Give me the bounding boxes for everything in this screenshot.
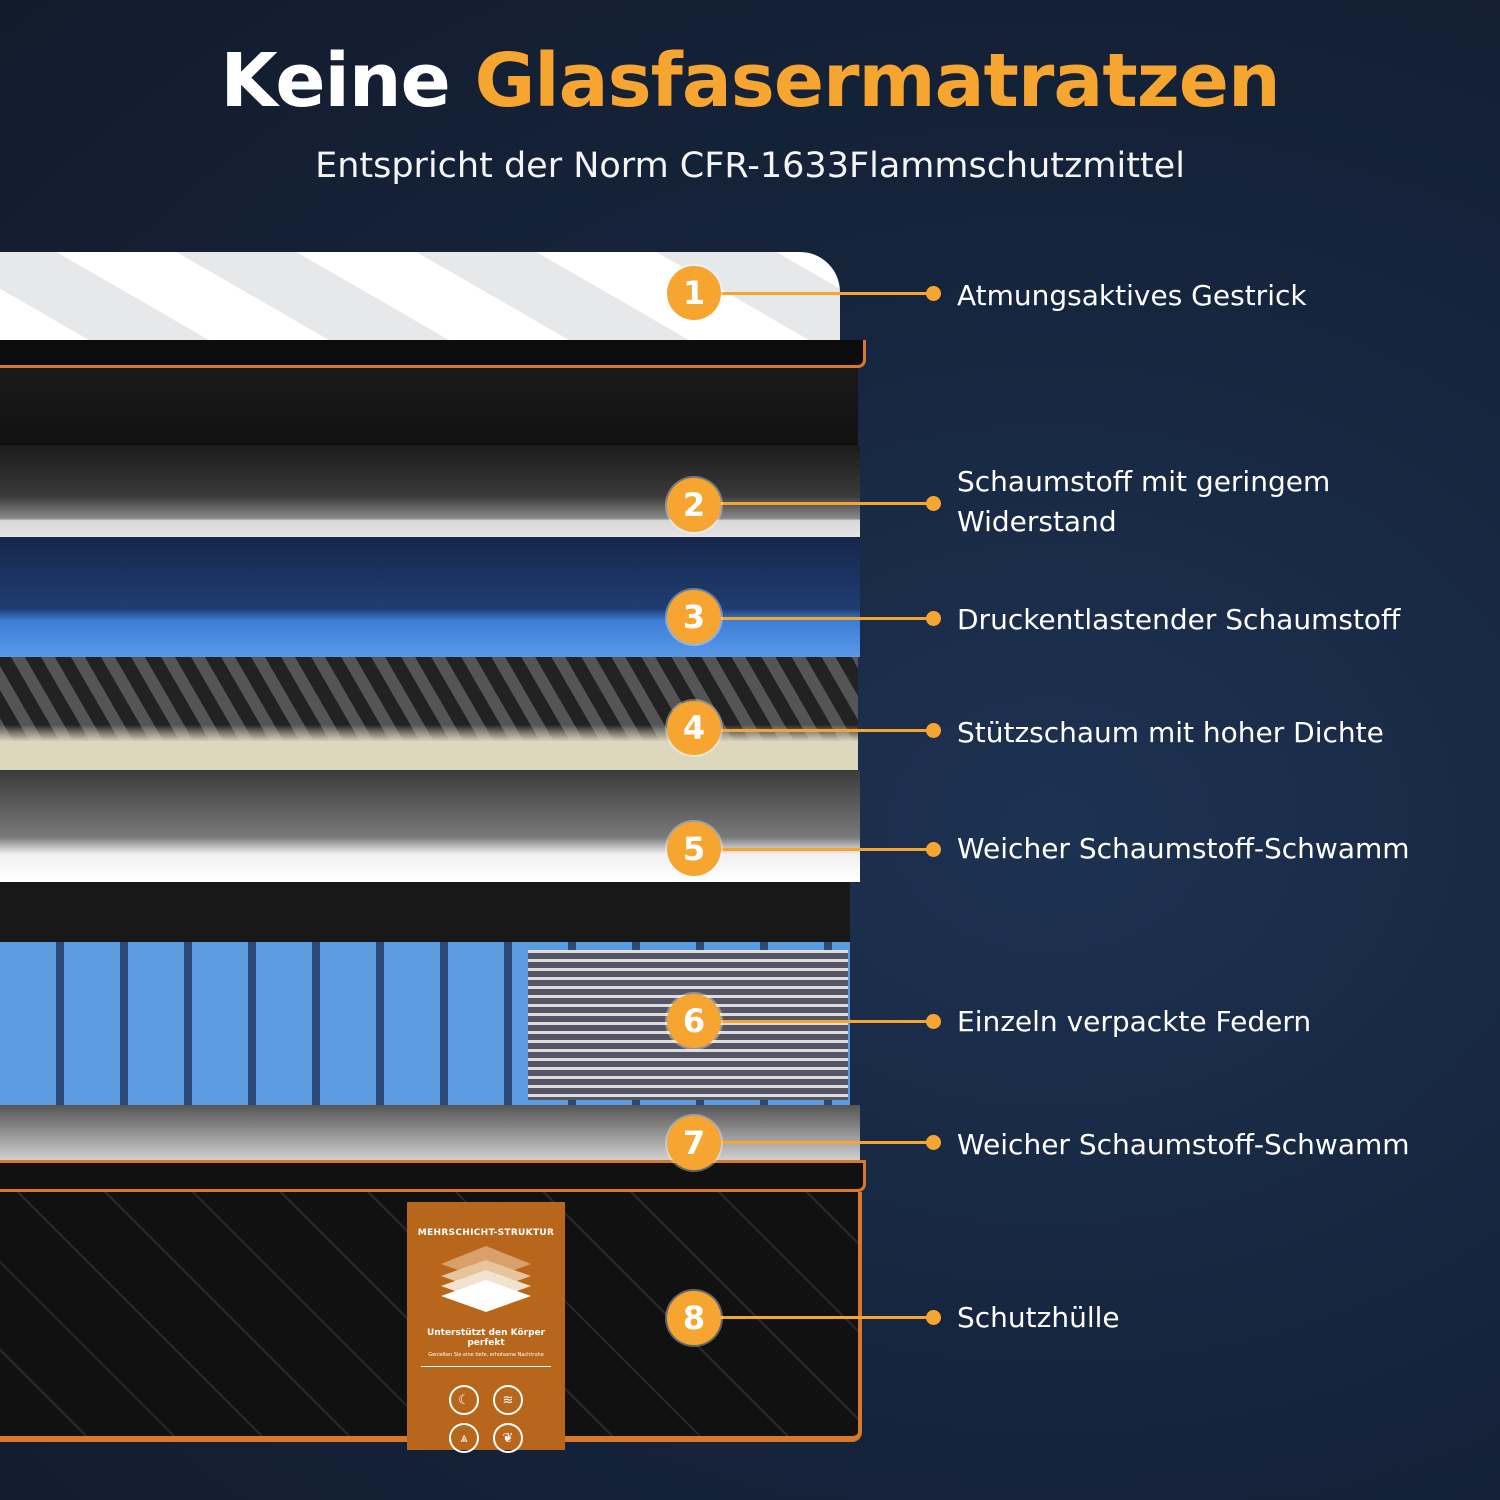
sleep-moon-icon: ☾ bbox=[449, 1385, 479, 1415]
layer-7-foam bbox=[0, 1105, 860, 1160]
layers-icon bbox=[441, 1246, 531, 1312]
layer-3-foam bbox=[0, 537, 860, 657]
headline: Keine Glasfasermatratzen bbox=[220, 38, 1280, 124]
mattress-label: MEHRSCHICHT-STRUKTUR Unterstützt den Kör… bbox=[407, 1202, 565, 1453]
layer-4-foam bbox=[0, 657, 858, 770]
layer-bottom-trim bbox=[0, 1160, 866, 1192]
leaf-eco-icon: ❦ bbox=[493, 1423, 523, 1453]
subtitle: Entspricht der Norm CFR-1633Flammschutzm… bbox=[315, 146, 1185, 186]
divider bbox=[421, 1366, 551, 1367]
layer-5-foam bbox=[0, 770, 860, 882]
layer-2-foam bbox=[0, 445, 860, 537]
breathable-waves-icon: ≋ bbox=[493, 1385, 523, 1415]
layer-top-trim bbox=[0, 340, 866, 368]
layer-black-band bbox=[0, 368, 858, 445]
support-pressure-icon: ⩓ bbox=[449, 1423, 479, 1453]
